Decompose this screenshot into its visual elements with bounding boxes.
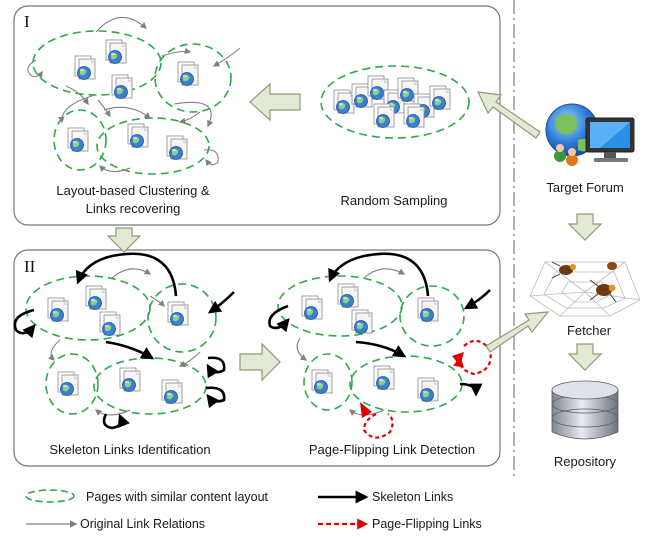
cluster-outline: [303, 353, 353, 411]
cluster-outline: [32, 30, 162, 96]
panel-two-right-caption: Page-Flipping Link Detection: [309, 442, 475, 457]
legend-original-links: Original Link Relations: [80, 517, 205, 531]
block-arrow-down: [567, 343, 603, 371]
legend-cluster-swatch: [25, 489, 75, 503]
globe-monitor-icon: [545, 103, 635, 166]
cluster-outline: [53, 109, 107, 171]
cluster-outline: [399, 285, 465, 347]
repository-label: Repository: [554, 454, 617, 469]
cluster-outline: [45, 353, 99, 415]
skeleton-diagram: [13, 252, 235, 430]
panel-two-left-caption: Skeleton Links Identification: [49, 442, 210, 457]
original-link-arrows: [27, 16, 241, 173]
panel-two-numeral: II: [24, 257, 36, 276]
cluster-outline: [25, 275, 151, 341]
spider-web-icon: [529, 261, 641, 317]
cluster-outline: [147, 283, 217, 353]
block-arrow-down: [106, 227, 142, 253]
block-arrow-diagonal: [476, 91, 541, 139]
legend: Pages with similar content layout Skelet…: [25, 489, 482, 531]
legend-similar-layout: Pages with similar content layout: [86, 490, 269, 504]
block-arrow-diagonal: [485, 311, 550, 353]
page-flipping-diagram: [268, 252, 492, 439]
block-arrow-down: [567, 213, 603, 241]
panel-one-numeral: I: [24, 12, 30, 31]
cluster-outline: [96, 117, 210, 175]
database-icon: [551, 380, 619, 440]
target-forum-label: Target Forum: [546, 180, 623, 195]
cluster-outline: [93, 357, 207, 415]
sampling-cluster-outline: [320, 65, 470, 139]
panel-one-frame: [13, 5, 501, 226]
panel-one-clusters: [32, 30, 232, 175]
panel-one-right-caption: Random Sampling: [341, 193, 448, 208]
panel-one-left-caption: Links recovering: [86, 201, 181, 216]
block-arrow-right: [239, 342, 281, 382]
block-arrow-left: [249, 82, 301, 122]
fetcher-label: Fetcher: [567, 323, 612, 338]
legend-skeleton-links: Skeleton Links: [372, 490, 453, 504]
panel-one-left-caption: Layout-based Clustering &: [56, 183, 210, 198]
legend-page-flipping-links: Page-Flipping Links: [372, 517, 482, 531]
cluster-outline: [154, 43, 232, 113]
